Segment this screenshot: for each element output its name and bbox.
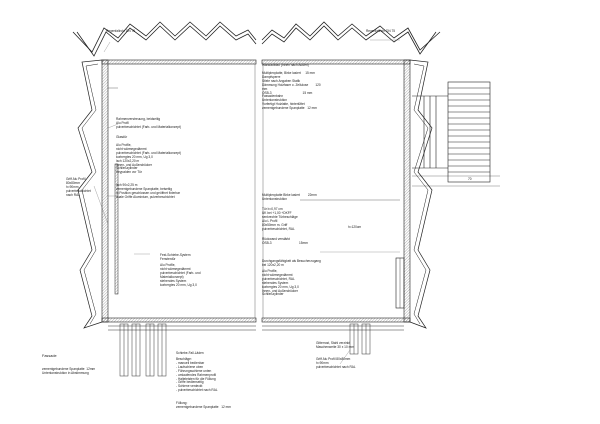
- leader-lines: [93, 39, 400, 365]
- birch-panel-label: Multiplexplatte Birke lasiert 22mm Unter…: [262, 193, 317, 201]
- height-120-label: h=120cm: [348, 225, 362, 229]
- handle-right-label: Griff Alu Profil 80x80mm h=90mm pulverbe…: [316, 357, 356, 369]
- wall-build-heading: Wandaufbau (Innen nach Außen): [262, 63, 309, 67]
- downpipe-left-label: Regenfallrohr DN 75: [106, 29, 136, 33]
- back-wall-label: Rückwand verstärkt OSB-3 15mm: [262, 237, 308, 245]
- left-half-outline: [72, 21, 257, 57]
- sliding-shutters-label: Schiebe-Fall-Läden: [176, 351, 204, 355]
- shutter-panel-spec: lsch 90x2,25 m zementgebundene Spanplatt…: [116, 183, 181, 199]
- ceiling-note-label: Durchgangsfähigkeit als Besucherzugang b…: [262, 259, 321, 267]
- glass-door-spec: Alu Profile, nicht wärmegedämmt pulverbe…: [116, 143, 182, 175]
- dimension-70: 70: [468, 177, 472, 181]
- handle-left-label: Griff Alu Profil 80x80mm h=90mm pulverbe…: [66, 177, 91, 197]
- facade-spec: zementgebundene Spanplatte 12mm Unterkon…: [42, 367, 96, 375]
- alu-window-spec: Alu Profile, nicht wärmegedämmt pulverbe…: [262, 269, 299, 297]
- door-spec-label: Tür b=0,97 cm UK bei +1,00 +DKFF senkrec…: [262, 207, 298, 231]
- downpipe-right-label: Regenfallrohr DN 75: [366, 29, 396, 33]
- interior-lines: [108, 64, 400, 318]
- sliding-shutters-spec: Beschläge: - manuell bedienbar - Laufsch…: [176, 357, 218, 393]
- wall-layers-spec: Multiplexplatte, Birke lasiert 15 mm Dam…: [262, 71, 321, 111]
- facade-heading: Fassade: [42, 354, 57, 358]
- left-walls: [77, 59, 257, 329]
- frame-reinforcement-label: Rahmenverstreuung, beidseitig Alu Profil…: [116, 117, 182, 129]
- filling-spec: Füllung: zementgebundene Spanplatte 12 m…: [176, 401, 231, 409]
- fixed-window-spec: Alu Profile, nicht wärmegedämmt pulverbe…: [160, 263, 201, 287]
- sliding-shutters: [108, 323, 404, 377]
- glass-door-label: Glasdür: [116, 135, 128, 139]
- exterior-stair: [412, 81, 500, 187]
- right-walls: [261, 59, 433, 329]
- grate-label: Gitterrost, Stahl verzinkt Maschenweite …: [316, 341, 354, 349]
- right-half-outline: [261, 21, 441, 55]
- fixed-window-label: Fest-Schiebe-System Fensterdür: [160, 253, 191, 261]
